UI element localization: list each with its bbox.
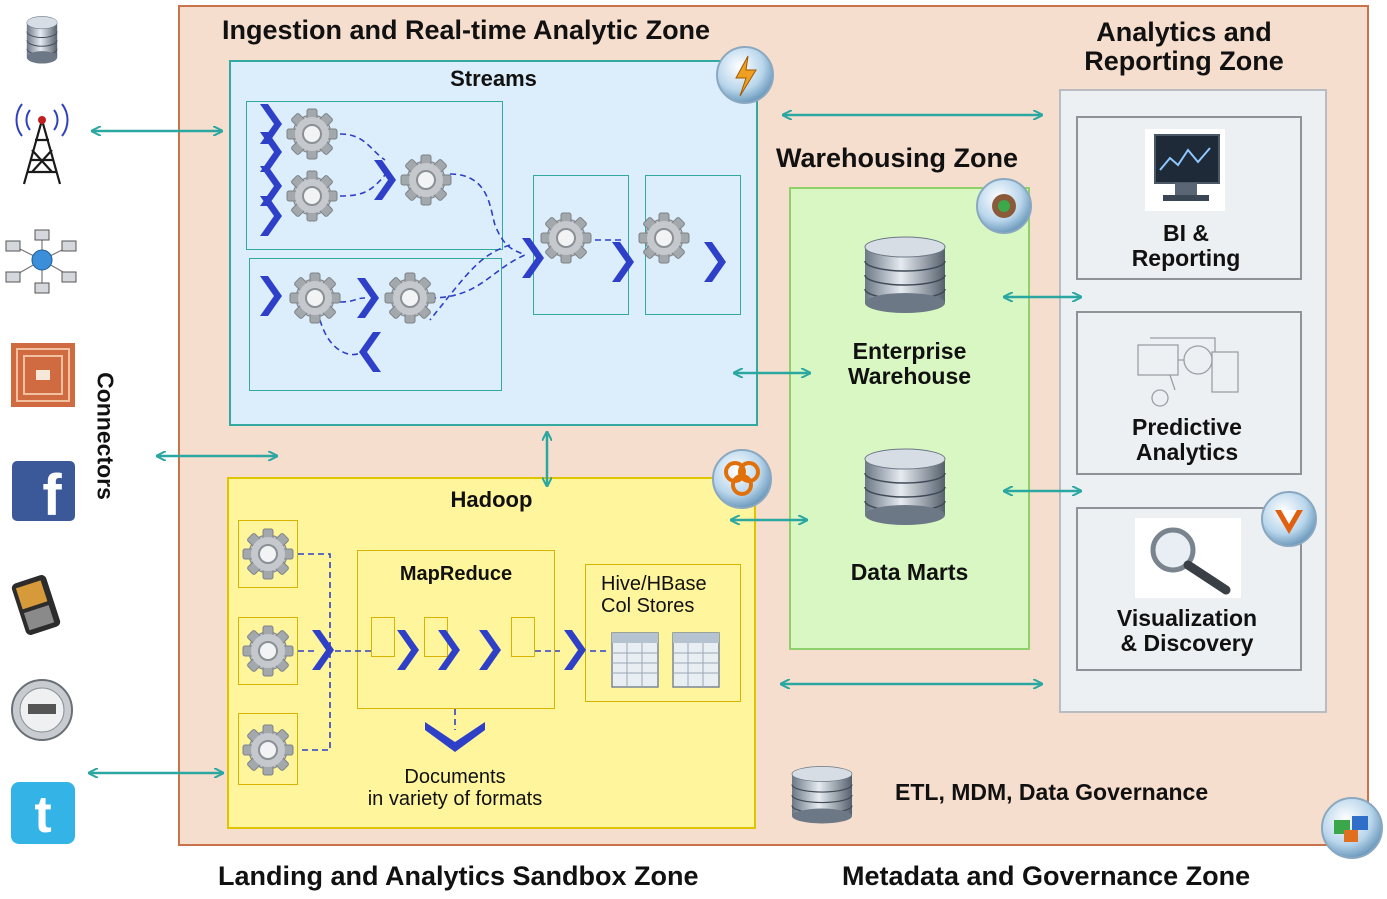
predictive-analytics-label: Predictive Analytics — [1132, 414, 1242, 465]
twitter-icon: t — [11, 782, 75, 844]
streams-box-4 — [645, 175, 741, 315]
rfid-tag-icon — [11, 343, 75, 407]
antenna-tower-icon — [15, 103, 69, 185]
warehousing-zone-title: Warehousing Zone — [776, 143, 1018, 173]
database-icon — [26, 15, 58, 65]
streams-box-2 — [249, 258, 502, 391]
enterprise-warehouse-db-icon — [864, 236, 946, 314]
documents-down-chevron — [425, 722, 485, 752]
svg-text:f: f — [42, 463, 62, 528]
etl-db-icon — [791, 765, 853, 825]
ingestion-zone-title: Ingestion and Real-time Analytic Zone — [222, 15, 711, 45]
warehouse-zone-badge-icon — [976, 178, 1032, 234]
analytics-zone-badge-icon — [1261, 491, 1317, 547]
bi-monitor-icon — [1145, 129, 1225, 211]
svg-text:t: t — [34, 786, 51, 844]
etl-label: ETL, MDM, Data Governance — [895, 779, 1209, 805]
enterprise-warehouse-label: Enterprise Warehouse — [847, 338, 972, 389]
hadoop-input-box-2 — [238, 617, 298, 685]
utility-meter-icon — [11, 679, 73, 741]
hadoop-zone-badge-icon — [712, 449, 772, 509]
metadata-zone-title: Metadata and Governance Zone — [842, 861, 1251, 891]
streams-title: Streams — [450, 66, 537, 91]
mapreduce-cell-1 — [371, 617, 395, 657]
hadoop-chevrons — [312, 630, 586, 752]
landing-zone-title: Landing and Analytics Sandbox Zone — [218, 861, 699, 891]
hadoop-gears — [242, 528, 294, 776]
hive-label: Hive/HBase Col Stores — [601, 573, 707, 617]
network-icon — [5, 229, 77, 294]
magnifier-icon — [1135, 518, 1241, 598]
streams-zone-badge-icon — [716, 46, 774, 104]
governance-zone-badge-icon — [1321, 797, 1383, 859]
col-store-tables — [611, 632, 720, 688]
mapreduce-label: MapReduce — [399, 563, 513, 585]
flow-arrows — [90, 115, 1080, 773]
data-marts-db-icon — [864, 448, 946, 526]
mobile-phone-icon — [11, 575, 61, 635]
hadoop-input-box-3 — [238, 713, 298, 785]
streams-gears — [286, 108, 690, 324]
analytics-zone-title: Analytics and Reporting Zone — [1084, 17, 1284, 76]
hadoop-input-box-1 — [238, 520, 298, 588]
hadoop-title: Hadoop — [450, 487, 533, 512]
mapreduce-box — [357, 550, 555, 709]
hive-box — [585, 564, 741, 702]
data-marts-label: Data Marts — [850, 559, 969, 585]
predictive-sketch-icon — [1137, 337, 1239, 407]
streams-box-1 — [246, 101, 503, 250]
facebook-icon: f — [12, 461, 75, 528]
bi-reporting-label: BI & Reporting — [1131, 220, 1241, 271]
visualization-label: Visualization & Discovery — [1116, 605, 1258, 656]
documents-label: Documents in variety of formats — [367, 766, 543, 810]
mapreduce-cell-3 — [511, 617, 535, 657]
